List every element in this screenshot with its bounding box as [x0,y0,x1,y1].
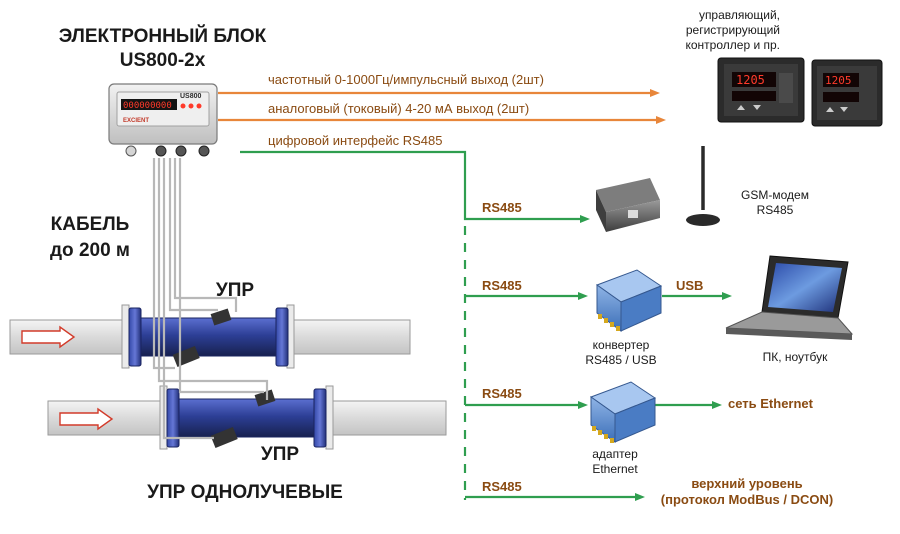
gsm-modem-device [596,146,720,232]
analog-output-arrow [218,116,666,124]
ethernet-adapter-device [589,381,657,443]
adapter-label-line2: Ethernet [592,462,638,476]
sensor-head [254,389,276,407]
adapter-label-line1: адаптер [592,447,638,461]
unit-logo: EXCIENT [123,118,149,124]
cable-label-line1: КАБЕЛЬ [50,214,130,235]
controller-label-line2: регистрирующий [685,23,780,37]
cable-gland-icon [125,145,137,157]
unit-display-value: 000000000 [123,101,172,111]
flow-arrow-icon [59,407,114,431]
flow-arrow-icon [21,325,76,349]
cable-label-line2: до 200 м [50,240,130,261]
electronic-unit-title-line2: US800-2x [119,50,206,71]
laptop-icon [725,255,854,340]
frequency-output-arrow [218,89,660,97]
controller-device: 1205 [811,59,883,127]
ethernet-target-label: сеть Ethernet [728,396,813,411]
sensor-head [210,426,238,448]
electronic-unit: 000000000 US800 EXCIENT [108,83,218,157]
converter-label-line1: конвертер [592,338,650,352]
rs485-usb-label: RS485 [482,278,522,293]
footer-title: УПР ОДНОЛУЧЕВЫЕ [147,482,343,503]
digital-interface-label: цифровой интерфейс RS485 [268,133,443,148]
upper-level-label-line1: верхний уровень [691,476,803,491]
cable-gland-icon [175,145,187,157]
rs485-ethernet-label: RS485 [482,386,522,401]
cable-gland-icon [155,145,167,157]
rs485-upper-label: RS485 [482,479,522,494]
sensor-head [210,308,232,326]
sensor-cables [152,158,269,440]
frequency-output-label: частотный 0-1000Гц/импульсный выход (2шт… [268,72,544,87]
controller-display-value: 1205 [736,73,765,87]
sensor-label-top: УПР [215,280,255,301]
rs485-bus [240,150,722,500]
sensor-label-bottom: УПР [260,444,300,465]
controller-label-line3: контроллер и пр. [685,38,781,52]
cable-gland-icon [198,145,210,157]
pc-label: ПК, ноутбук [762,350,828,364]
rs485-arrowheads [578,215,732,501]
controller-display-value: 1205 [825,74,852,87]
unit-display [121,99,177,110]
controller-device: 1205 [717,57,805,123]
gsm-modem-label-line2: RS485 [756,203,794,217]
converter-device [595,269,663,332]
unit-brand-label: US800 [180,93,202,100]
pipe-top [9,304,411,369]
upper-level-label-line2: (протокол ModBus / DCON) [660,492,834,507]
usb-link-label: USB [676,278,704,293]
pipe-bottom [47,385,447,450]
rs485-gsm-label: RS485 [482,200,522,215]
analog-output-label: аналоговый (токовый) 4-20 мА выход (2шт) [268,101,530,116]
converter-label-line2: RS485 / USB [585,353,657,367]
gsm-modem-label-line1: GSM-модем [741,188,809,202]
electronic-unit-title-line1: ЭЛЕКТРОННЫЙ БЛОК [58,26,267,47]
controller-label-line1: управляющий, [698,8,780,22]
